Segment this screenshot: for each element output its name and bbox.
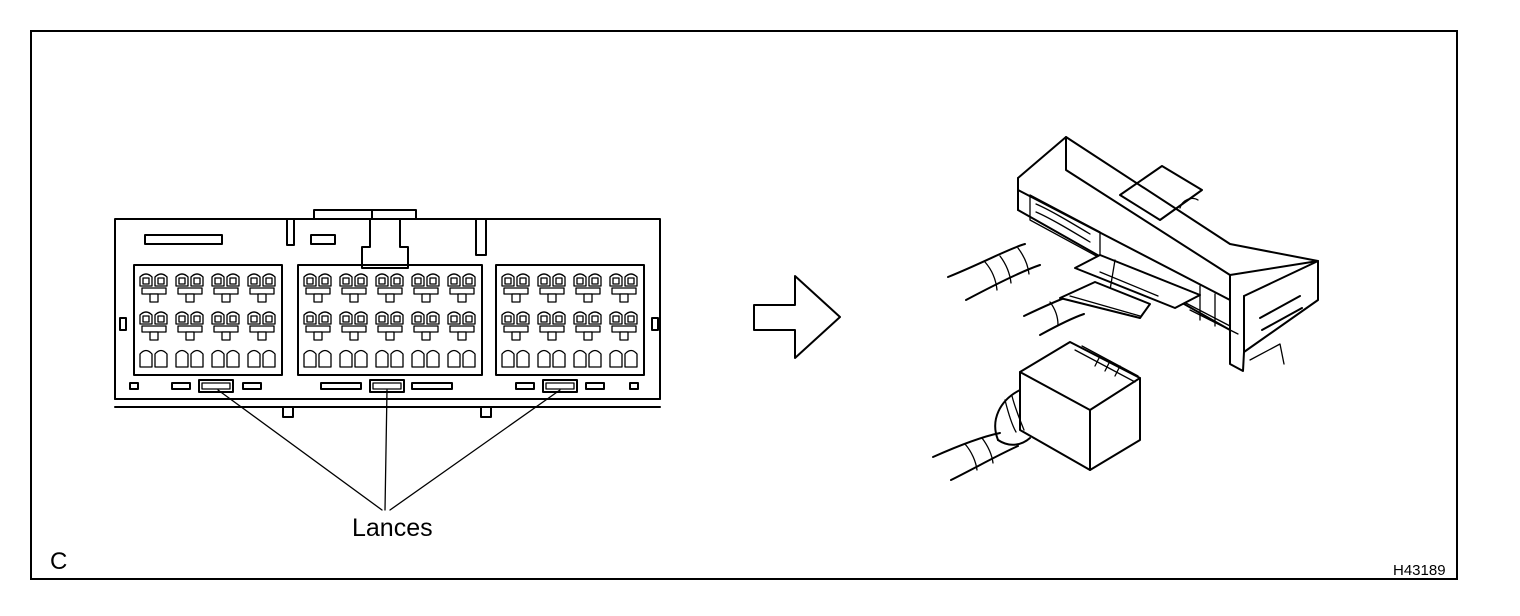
panel-letter: C bbox=[50, 548, 68, 575]
terminal-cavity bbox=[411, 311, 440, 341]
lance bbox=[198, 379, 234, 393]
terminal-block bbox=[297, 264, 483, 376]
terminal-cavity bbox=[303, 311, 332, 341]
terminal-cavity bbox=[339, 311, 368, 341]
lances-label: Lances bbox=[352, 514, 433, 542]
terminal-cavity bbox=[501, 273, 530, 303]
lance bbox=[542, 379, 578, 393]
terminal-cavity bbox=[247, 273, 276, 303]
terminal-cavity bbox=[211, 273, 240, 303]
figure-id: H43189 bbox=[1393, 562, 1446, 579]
connector-removal-view bbox=[932, 136, 1319, 481]
terminal-cavity bbox=[247, 311, 276, 341]
terminal-cavity bbox=[211, 311, 240, 341]
terminal-cavity bbox=[411, 273, 440, 303]
terminal-cavity bbox=[139, 311, 168, 341]
terminal-cavity bbox=[609, 273, 638, 303]
terminal-cavity bbox=[573, 273, 602, 303]
lances-leader-lines bbox=[217, 389, 561, 511]
terminal-cavity bbox=[339, 273, 368, 303]
terminal-block bbox=[133, 264, 283, 376]
terminal-cavity bbox=[139, 273, 168, 303]
terminal-cavity bbox=[537, 311, 566, 341]
terminal-cavity bbox=[175, 311, 204, 341]
terminal-block bbox=[495, 264, 645, 376]
figure-frame bbox=[30, 30, 1458, 580]
right-arrow-icon bbox=[753, 275, 841, 359]
terminal-cavity bbox=[447, 311, 476, 341]
terminal-cavity bbox=[609, 311, 638, 341]
terminal-cavity bbox=[375, 311, 404, 341]
terminal-cavity bbox=[375, 273, 404, 303]
terminal-cavity bbox=[537, 273, 566, 303]
terminal-cavity bbox=[501, 311, 530, 341]
connector-front-view bbox=[114, 209, 661, 511]
terminal-cavity bbox=[303, 273, 332, 303]
terminal-cavity bbox=[175, 273, 204, 303]
terminal-cavity bbox=[447, 273, 476, 303]
terminal-cavity bbox=[573, 311, 602, 341]
